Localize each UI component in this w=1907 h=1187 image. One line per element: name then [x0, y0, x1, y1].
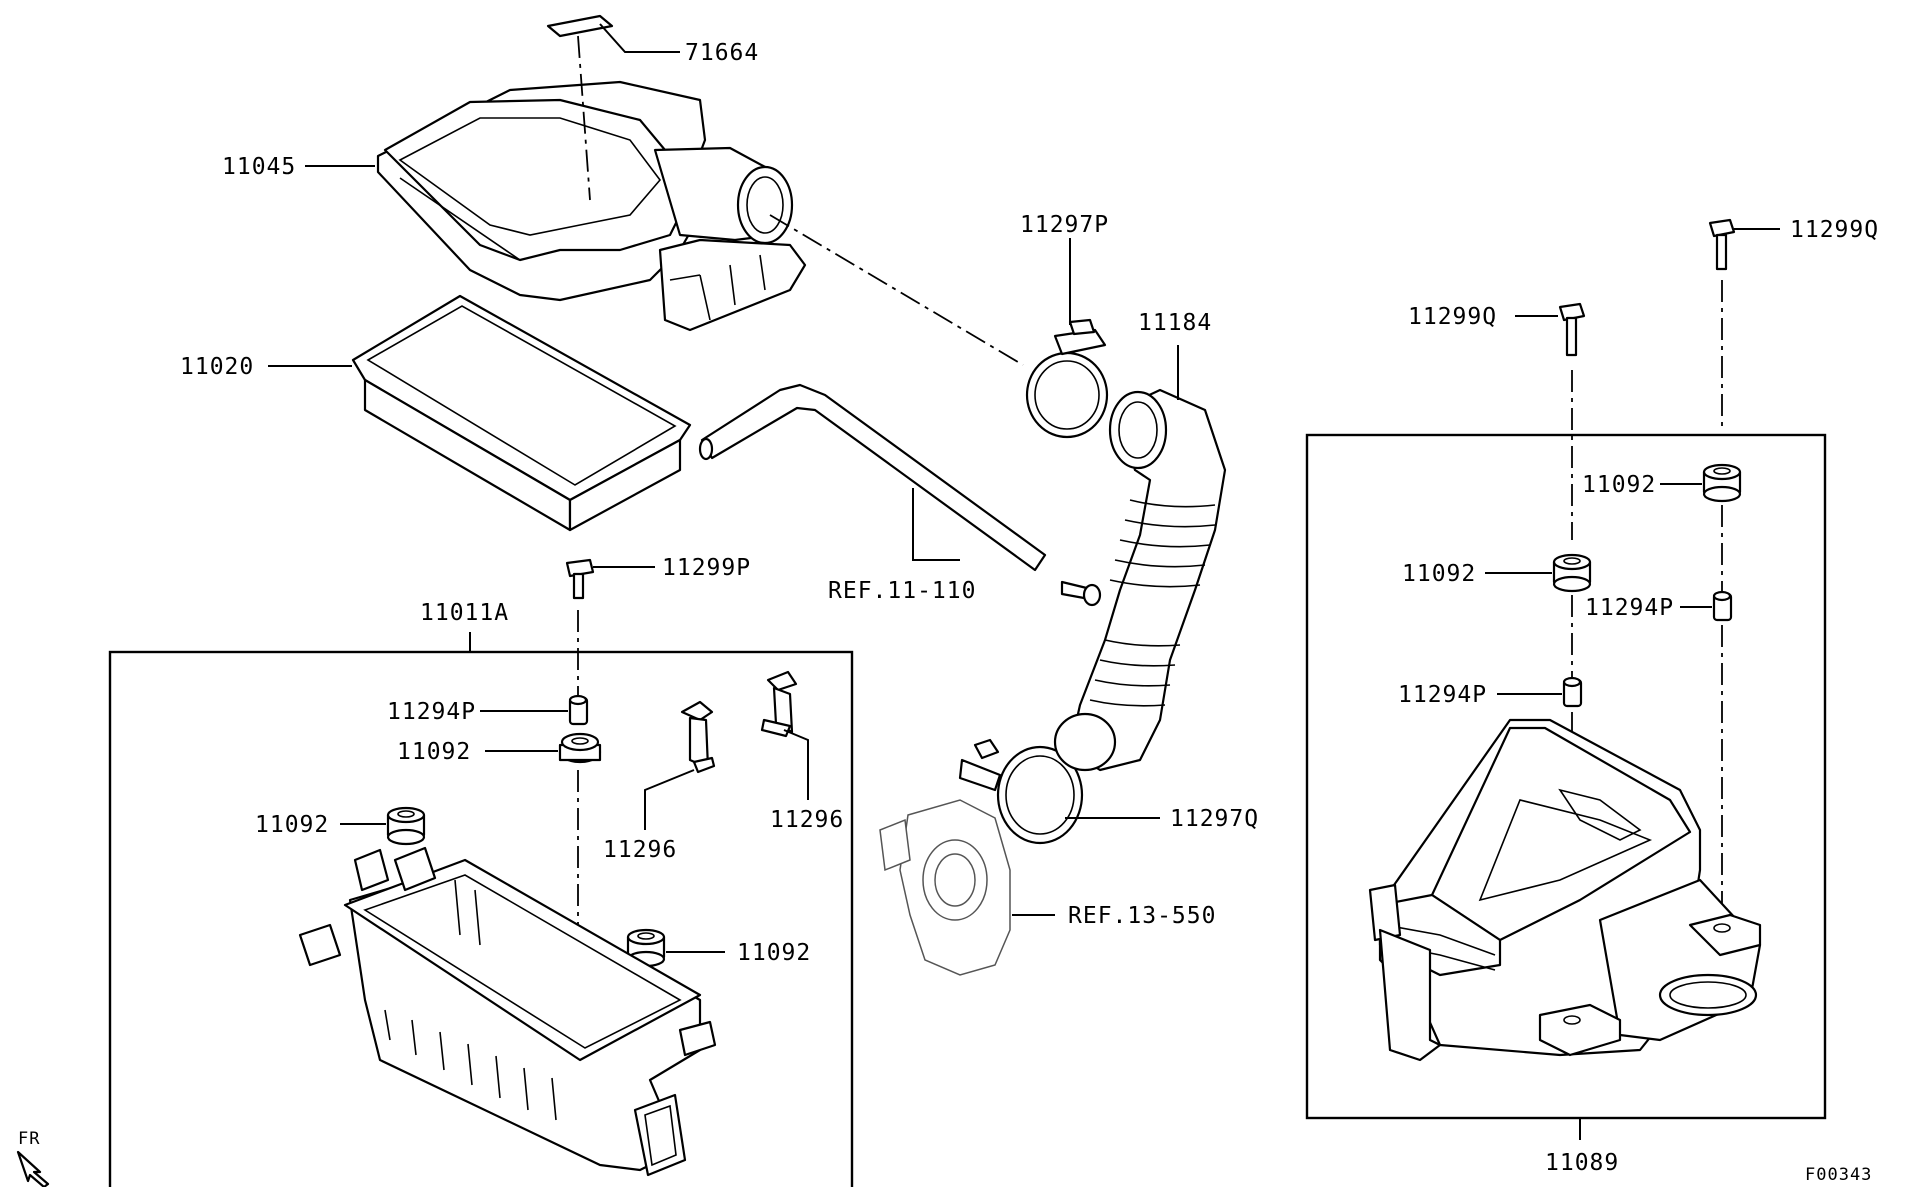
callout-11011a: 11011A [420, 600, 509, 626]
callout-11297p: 11297P [1020, 212, 1109, 238]
callout-71664: 71664 [685, 40, 759, 66]
part-11011a-air-cleaner-body [298, 846, 717, 1177]
callout-11299q-mid: 11299Q [1408, 304, 1497, 330]
part-ref-11-110-breather-hose [698, 383, 1047, 572]
assembly-box-11089 [1305, 433, 1827, 1120]
callout-11299p: 11299P [662, 555, 751, 581]
callout-11184: 11184 [1138, 310, 1212, 336]
callout-11092-left-mid: 11092 [255, 812, 329, 838]
part-11092-grommet-left-mid [386, 806, 426, 846]
direction-label: FR [18, 1129, 40, 1149]
part-11299q-bolt-mid [1558, 302, 1586, 357]
callout-11296-a: 11296 [603, 837, 677, 863]
callout-ref-13-550: REF.13-550 [1068, 903, 1216, 929]
part-11092-grommet-left-top [558, 732, 602, 764]
part-11297p-hose-clamp [1025, 318, 1109, 439]
part-ref-13-550-throttle-body [879, 799, 1011, 976]
callout-11092-right-b: 11092 [1402, 561, 1476, 587]
callout-11092-left-top: 11092 [397, 739, 471, 765]
front-direction-indicator: FR [16, 1129, 50, 1187]
part-11294p-collar-right-a [1712, 590, 1733, 622]
part-11020-air-filter-element [351, 294, 692, 532]
part-11184-intake-hose [1060, 388, 1227, 772]
part-11296-clip-a [680, 700, 716, 774]
callout-11294p-left: 11294P [387, 699, 476, 725]
callout-11297q: 11297Q [1170, 806, 1259, 832]
part-11092-grommet-right-a [1702, 463, 1742, 503]
callout-ref-11-110: REF.11-110 [828, 578, 976, 604]
assembly-box-11011a [108, 650, 854, 1187]
callout-11294p-right-a: 11294P [1585, 595, 1674, 621]
diagram-code: F00343 [1805, 1165, 1872, 1185]
part-11092-grommet-left-low [626, 928, 666, 968]
part-11299p-bolt [565, 558, 595, 600]
part-11294p-collar-right-b [1562, 676, 1583, 708]
part-11045-air-cleaner-cover [376, 80, 807, 332]
front-arrow-icon [16, 1150, 50, 1187]
part-11092-grommet-right-b [1552, 553, 1592, 593]
callout-11299q-top: 11299Q [1790, 217, 1879, 243]
callout-11045: 11045 [222, 154, 296, 180]
part-11089-air-cleaner-assembly [1368, 718, 1762, 1062]
callout-11092-right-a: 11092 [1582, 472, 1656, 498]
part-71664-label-tag [546, 14, 614, 38]
callout-11092-left-low: 11092 [737, 940, 811, 966]
callout-11089: 11089 [1545, 1150, 1619, 1176]
part-11297q-hose-clamp [958, 712, 1117, 845]
part-11299q-bolt-top [1708, 218, 1736, 271]
part-11294p-collar-left [568, 694, 589, 726]
part-11296-clip-b [760, 670, 798, 738]
callout-11294p-right-b: 11294P [1398, 682, 1487, 708]
callout-11020: 11020 [180, 354, 254, 380]
callout-11296-b: 11296 [770, 807, 844, 833]
